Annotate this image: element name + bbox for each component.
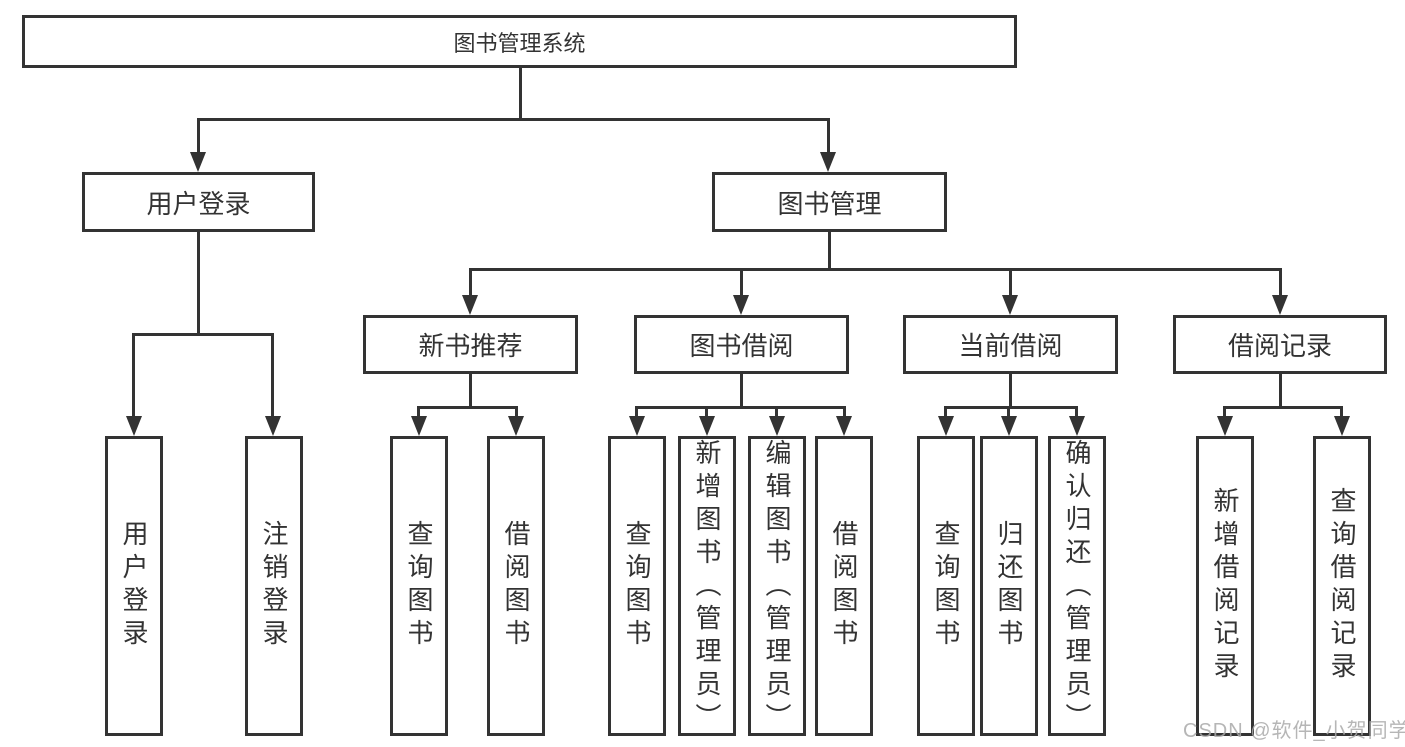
arrow-down-icon — [629, 416, 645, 436]
leaf-add-book-admin: 新增图书（管理员） — [678, 436, 736, 736]
node-book-borrow: 图书借阅 — [634, 315, 849, 374]
leaf-edit-book-admin: 编辑图书（管理员） — [748, 436, 806, 736]
arrow-down-icon — [1002, 295, 1018, 315]
leaf-borrow-book: 借阅图书 — [815, 436, 873, 736]
leaf-add-borrow-record: 新增借阅记录 — [1196, 436, 1254, 736]
leaf-user-login: 用户登录 — [105, 436, 163, 736]
connector-line — [469, 374, 472, 408]
leaf-borrow-book-recommend: 借阅图书 — [487, 436, 545, 736]
leaf-logout: 注销登录 — [245, 436, 303, 736]
csdn-watermark: CSDN @软件_小贺同学 — [1183, 720, 1405, 742]
leaf-confirm-return-admin: 确认归还（管理员） — [1048, 436, 1106, 736]
node-book-management: 图书管理 — [712, 172, 947, 232]
arrow-down-icon — [411, 416, 427, 436]
node-user-login: 用户登录 — [82, 172, 315, 232]
node-current-borrow: 当前借阅 — [903, 315, 1118, 374]
connector-line — [515, 406, 518, 417]
arrow-down-icon — [1001, 416, 1017, 436]
connector-line — [1009, 374, 1012, 408]
arrow-down-icon — [462, 295, 478, 315]
node-library-management-system: 图书管理系统 — [22, 15, 1017, 68]
connector-line — [132, 333, 135, 418]
connector-line — [417, 406, 420, 417]
connector-line — [1007, 406, 1010, 417]
connector-line — [635, 406, 846, 409]
connector-line — [944, 406, 1077, 409]
leaf-query-borrow-record: 查询借阅记录 — [1313, 436, 1371, 736]
connector-line — [132, 333, 274, 336]
arrow-down-icon — [699, 416, 715, 436]
leaf-query-book-borrow: 查询图书 — [608, 436, 666, 736]
connector-line — [944, 406, 947, 417]
connector-line — [1009, 268, 1012, 297]
connector-line — [197, 232, 200, 335]
connector-line — [705, 406, 708, 417]
connector-line — [843, 406, 846, 417]
connector-line — [740, 268, 743, 297]
connector-line — [417, 406, 518, 409]
connector-line — [828, 232, 831, 270]
arrow-down-icon — [1334, 416, 1350, 436]
connector-line — [635, 406, 638, 417]
arrow-down-icon — [938, 416, 954, 436]
connector-line — [1340, 406, 1343, 417]
leaf-query-book-current: 查询图书 — [917, 436, 975, 736]
connector-line — [1279, 374, 1282, 408]
connector-line — [1223, 406, 1226, 417]
leaf-return-book: 归还图书 — [980, 436, 1038, 736]
node-new-book-recommend: 新书推荐 — [363, 315, 578, 374]
connector-line — [197, 118, 200, 156]
connector-line — [775, 406, 778, 417]
connector-line — [1223, 406, 1343, 409]
connector-line — [197, 118, 830, 121]
node-borrow-records: 借阅记录 — [1173, 315, 1387, 374]
arrow-down-icon — [733, 295, 749, 315]
connector-line — [469, 268, 1282, 271]
connector-line — [740, 374, 743, 408]
arrow-down-icon — [836, 416, 852, 436]
arrow-down-icon — [508, 416, 524, 436]
arrow-down-icon — [1272, 295, 1288, 315]
arrow-down-icon — [1069, 416, 1085, 436]
arrow-down-icon — [820, 152, 836, 172]
arrow-down-icon — [769, 416, 785, 436]
connector-line — [469, 268, 472, 297]
connector-line — [519, 66, 522, 120]
connector-line — [1279, 268, 1282, 297]
arrow-down-icon — [265, 416, 281, 436]
arrow-down-icon — [190, 152, 206, 172]
leaf-query-book-recommend: 查询图书 — [390, 436, 448, 736]
arrow-down-icon — [1217, 416, 1233, 436]
connector-line — [1075, 406, 1078, 417]
connector-line — [827, 118, 830, 156]
arrow-down-icon — [126, 416, 142, 436]
connector-line — [271, 333, 274, 418]
